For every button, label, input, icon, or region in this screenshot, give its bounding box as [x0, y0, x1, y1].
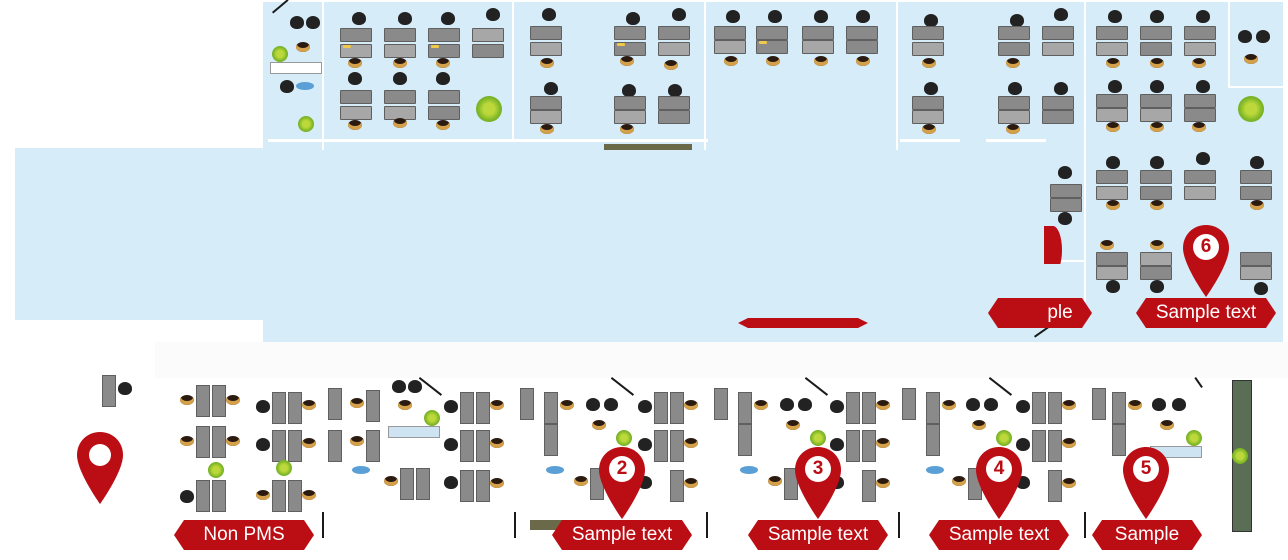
map-pin-icon-5[interactable]: 5: [1123, 447, 1169, 519]
wall: [322, 2, 324, 150]
zone-label-4[interactable]: Sample text: [929, 520, 1069, 550]
plant-icon: [476, 96, 502, 122]
partition-line: [514, 512, 516, 538]
desk-icon: [340, 28, 372, 42]
map-pin-icon: [1183, 225, 1229, 297]
wall: [1228, 86, 1283, 88]
map-pin-icon-partial: [1044, 226, 1062, 264]
wall: [268, 139, 708, 142]
zone-label-3[interactable]: Sample text: [748, 520, 888, 550]
desk-icon: [428, 28, 460, 42]
pin-number: 2: [616, 458, 628, 479]
plant-icon: [272, 46, 288, 62]
pin-number: 5: [1140, 458, 1152, 479]
map-pin-icon: [1123, 447, 1169, 519]
zone-label-non-pms[interactable]: Non PMS: [174, 520, 314, 550]
wall: [896, 2, 898, 150]
zone-label-partial[interactable]: [738, 318, 868, 328]
partition-line: [898, 512, 900, 538]
map-pin-icon-3[interactable]: 3: [795, 447, 841, 519]
wall: [1084, 2, 1086, 302]
pin-number: 6: [1200, 236, 1212, 257]
desk-icon: [384, 28, 416, 42]
map-pin-icon-6[interactable]: 6: [1183, 225, 1229, 297]
desk-icon: [472, 28, 504, 42]
highlight-zone-left-extension[interactable]: [15, 148, 265, 320]
corridor: [155, 342, 1288, 378]
pin-number: 3: [812, 458, 824, 479]
partition-line: [706, 512, 708, 538]
partition-line: [322, 512, 324, 538]
wall: [1056, 260, 1086, 262]
pin-number: 4: [993, 458, 1005, 479]
zone-label-6[interactable]: Sample text: [1136, 298, 1276, 328]
wall: [704, 2, 706, 150]
map-pin-icon: [599, 447, 645, 519]
wall: [900, 139, 960, 142]
zone-label-5[interactable]: Sample: [1092, 520, 1202, 550]
wall: [986, 139, 1046, 142]
map-pin-icon: [976, 447, 1022, 519]
zone-label-2[interactable]: Sample text: [552, 520, 692, 550]
partition-line: [1084, 512, 1086, 538]
map-pin-icon: [795, 447, 841, 519]
wall: [1228, 2, 1230, 88]
zone-label-partial-upper[interactable]: ple: [988, 298, 1092, 328]
plant-icon: [298, 116, 314, 132]
wall: [512, 2, 514, 140]
map-pin-icon-4[interactable]: 4: [976, 447, 1022, 519]
map-pin-icon[interactable]: [77, 432, 123, 504]
map-pin-icon-2[interactable]: 2: [599, 447, 645, 519]
